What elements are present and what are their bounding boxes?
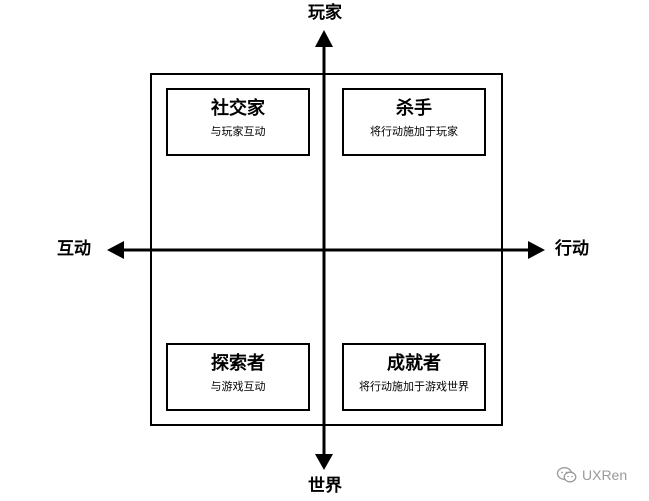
quadrant-achiever: 成就者 将行动施加于游戏世界 bbox=[342, 343, 486, 411]
axis-label-right: 行动 bbox=[555, 239, 589, 259]
quadrant-title: 杀手 bbox=[396, 98, 432, 119]
axis-label-top: 玩家 bbox=[308, 3, 342, 23]
arrow-left-icon bbox=[107, 241, 124, 259]
quadrant-subtitle: 将行动施加于游戏世界 bbox=[359, 380, 469, 393]
quadrant-subtitle: 将行动施加于玩家 bbox=[370, 125, 458, 138]
watermark: UXRen bbox=[556, 466, 627, 484]
arrow-up-icon bbox=[315, 30, 333, 47]
quadrant-explorer: 探索者 与游戏互动 bbox=[166, 343, 310, 411]
watermark-text: UXRen bbox=[582, 467, 628, 483]
quadrant-title: 社交家 bbox=[211, 98, 265, 119]
axis-label-left: 互动 bbox=[57, 239, 91, 259]
arrow-down-icon bbox=[315, 454, 333, 470]
quadrant-killer: 杀手 将行动施加于玩家 bbox=[342, 88, 486, 156]
wechat-icon bbox=[556, 467, 577, 483]
quadrant-title: 成就者 bbox=[387, 353, 441, 374]
quadrant-subtitle: 与玩家互动 bbox=[210, 125, 266, 138]
arrow-right-icon bbox=[528, 241, 545, 259]
quadrant-socializer: 社交家 与玩家互动 bbox=[166, 88, 310, 156]
axis-label-bottom: 世界 bbox=[308, 476, 342, 496]
quadrant-subtitle: 与游戏互动 bbox=[210, 380, 266, 393]
quadrant-title: 探索者 bbox=[211, 353, 265, 374]
